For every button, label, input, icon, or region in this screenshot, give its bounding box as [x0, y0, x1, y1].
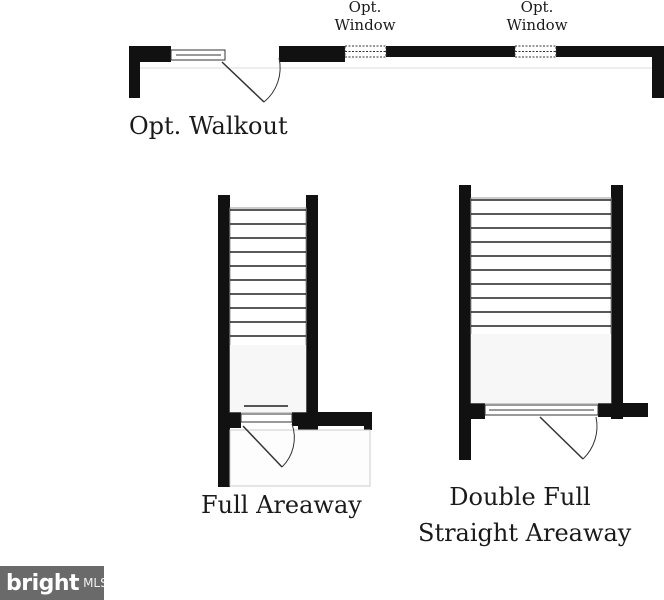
opt-window-1 — [344, 45, 387, 58]
double-areaway-walls — [459, 185, 648, 460]
full-areaway-label: Full Areaway — [201, 491, 362, 519]
brand-name: bright — [6, 570, 80, 596]
bright-mls-watermark: bright MLS — [0, 566, 108, 600]
full-areaway-stairs — [229, 207, 371, 487]
walkout-wall — [129, 46, 664, 98]
double-areaway-door — [484, 404, 599, 460]
double-full-label: Double Full — [449, 483, 591, 511]
opt-window-2 — [514, 45, 557, 58]
full-areaway-walls — [218, 195, 372, 487]
double-areaway-stairs — [470, 197, 612, 404]
opt-walkout-label: Opt. Walkout — [129, 112, 288, 140]
opt-window-2-label: Opt. Window — [506, 0, 568, 34]
opt-window-1-label: Opt. Window — [334, 0, 396, 34]
brand-suffix: MLS — [83, 576, 108, 590]
full-areaway-door — [240, 413, 295, 468]
walkout-door — [170, 49, 281, 103]
straight-areaway-label: Straight Areaway — [418, 519, 632, 547]
